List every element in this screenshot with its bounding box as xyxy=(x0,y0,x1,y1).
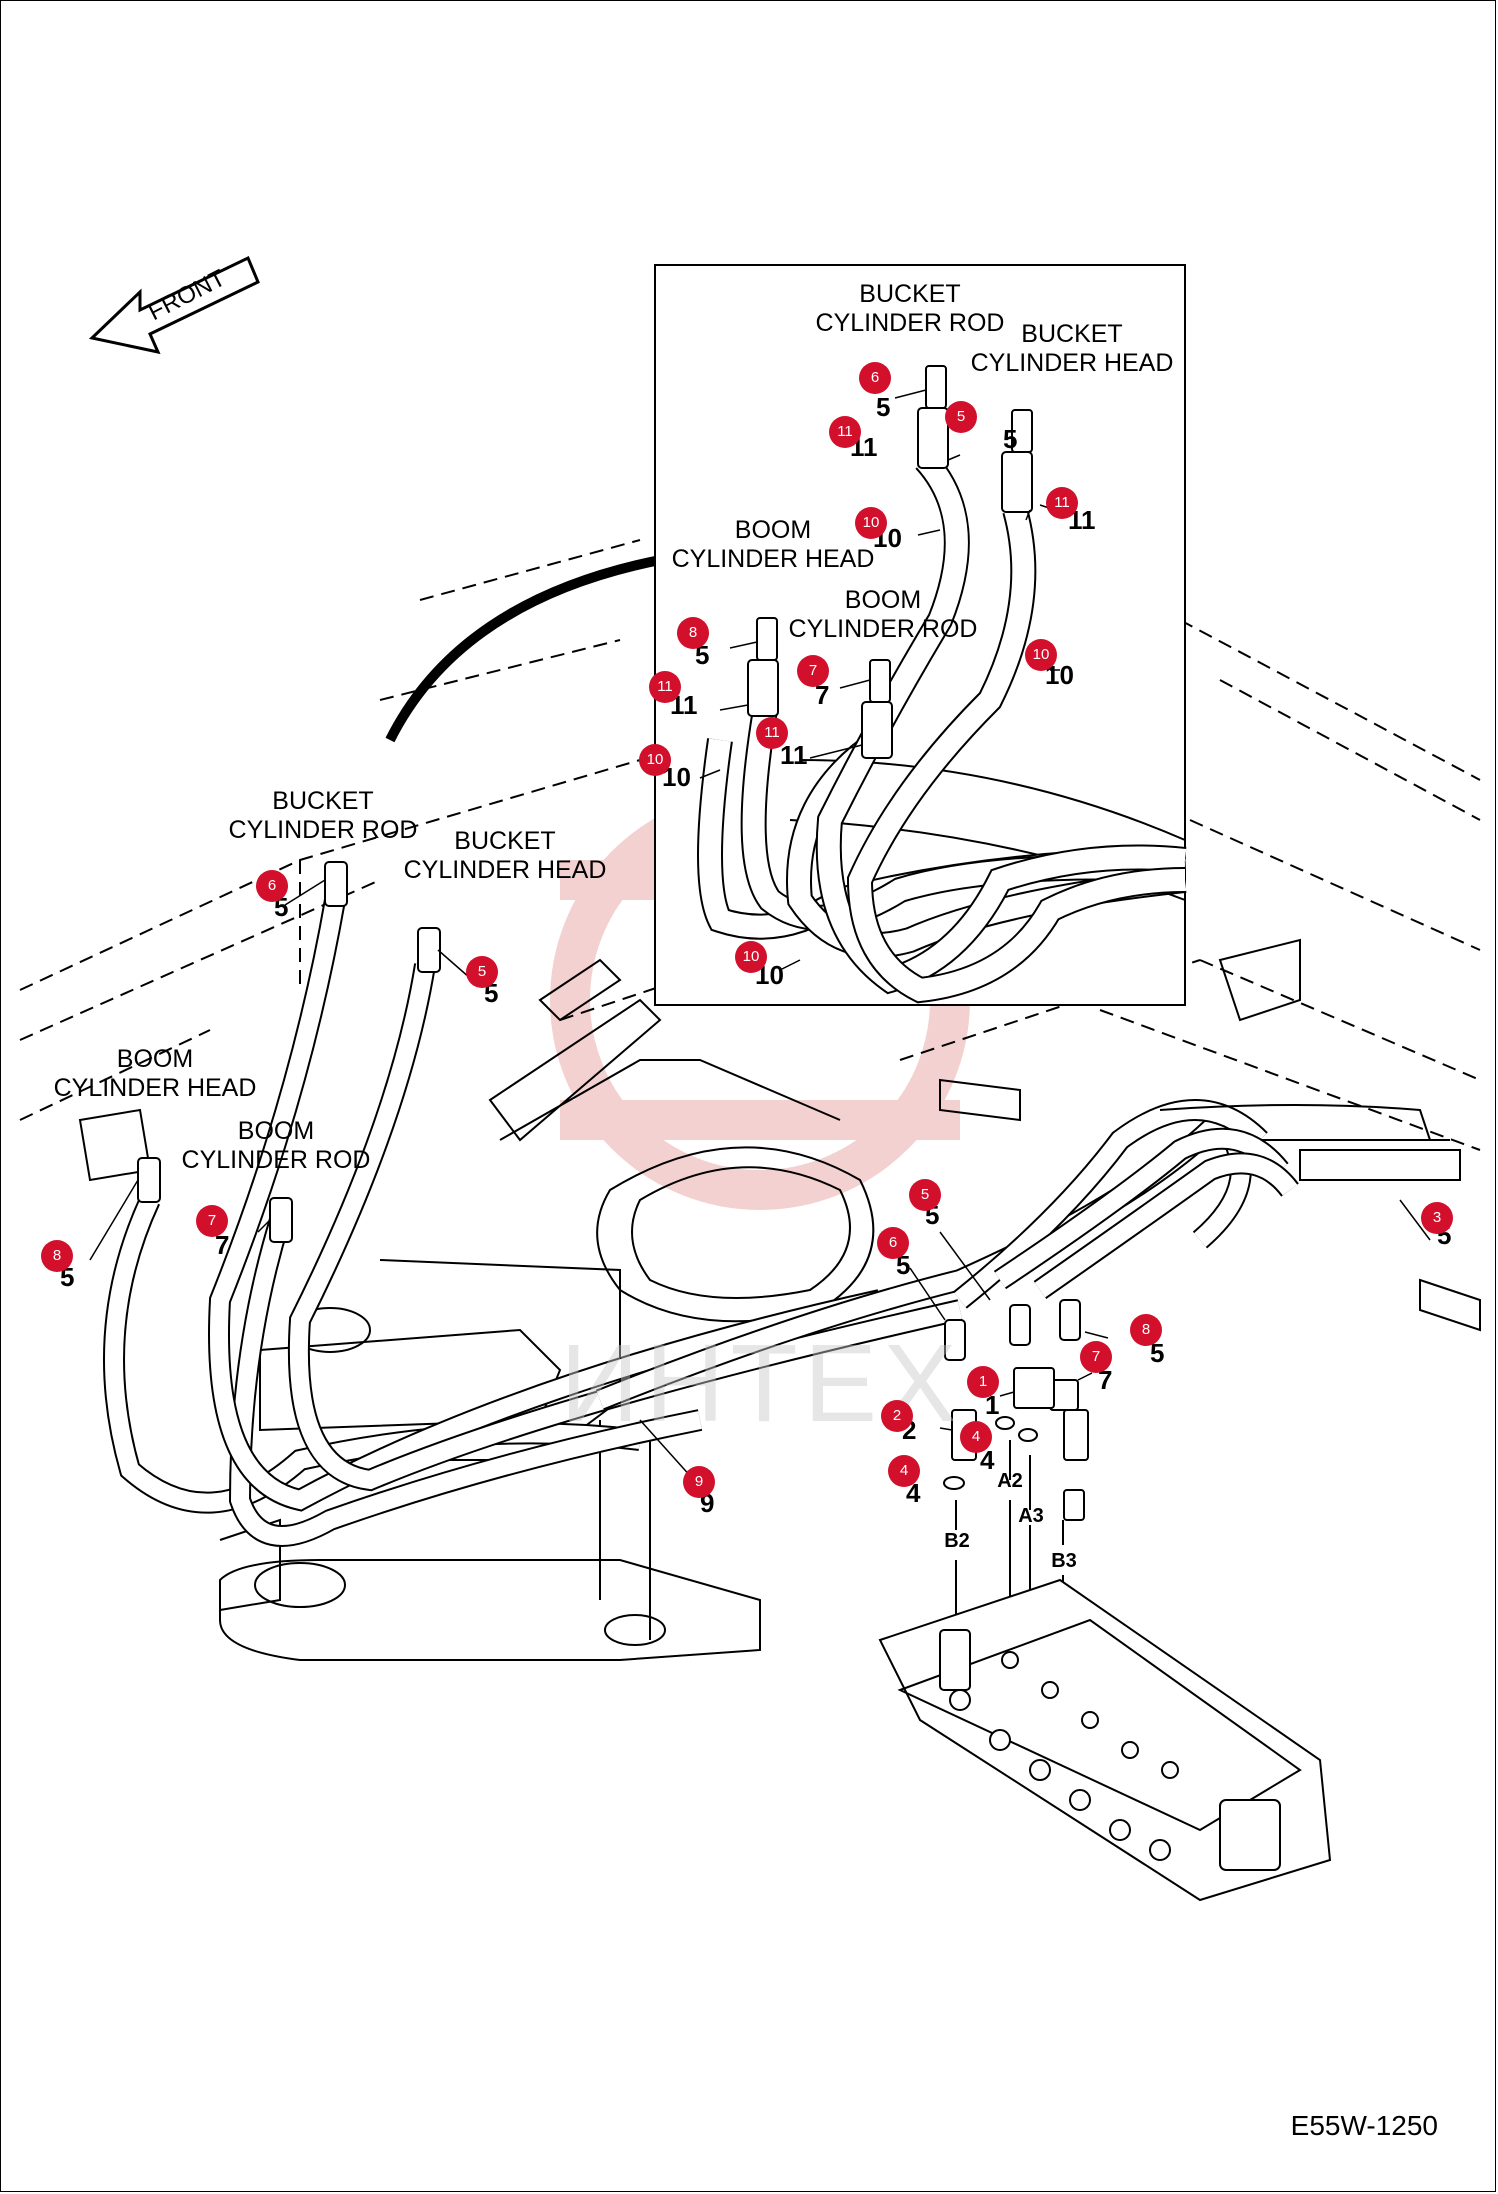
callout-badge: 6 xyxy=(877,1227,909,1259)
part-number: 1 xyxy=(985,1390,1000,1420)
callout-badge: 8 xyxy=(677,617,709,649)
label-bucket-cylinder-rod: BUCKET CYLINDER ROD xyxy=(229,787,418,845)
callout-badge: 10 xyxy=(639,744,671,776)
control-valve-block xyxy=(878,1578,1332,1902)
port-label-b3: B3 xyxy=(1051,1550,1077,1572)
label-line: CYLINDER ROD xyxy=(228,816,418,844)
label-line: CYLINDER HEAD xyxy=(53,1074,257,1102)
counterweight-arc xyxy=(385,555,661,743)
label-line: CYLINDER ROD xyxy=(181,1146,371,1174)
callout-badge: 8 xyxy=(41,1240,73,1272)
callout-badge: 5 xyxy=(909,1179,941,1211)
label-line: CYLINDER ROD xyxy=(788,615,978,643)
callout-badge: 3 xyxy=(1421,1202,1453,1234)
label-line: BUCKET xyxy=(272,787,374,815)
label-line: BOOM xyxy=(116,1045,194,1073)
port-label-a3: A3 xyxy=(1018,1505,1044,1527)
inset-label-boom-cylinder-head: BOOM CYLINDER HEAD xyxy=(672,516,875,574)
part-number: 7 xyxy=(215,1230,230,1260)
main-hose-fittings xyxy=(137,861,1089,1521)
callout-badge: 11 xyxy=(649,671,681,703)
inset-fittings xyxy=(747,365,1033,759)
inset-label-boom-cylinder-rod: BOOM CYLINDER ROD xyxy=(789,586,978,644)
part-number: 4 xyxy=(980,1445,995,1475)
callout-badge: 5 xyxy=(466,956,498,988)
label-bucket-cylinder-head: BUCKET CYLINDER HEAD xyxy=(404,827,607,885)
inset-label-bucket-cylinder-head: BUCKET CYLINDER HEAD xyxy=(971,320,1174,378)
label-line: BUCKET xyxy=(454,827,556,855)
callout-badge: 7 xyxy=(797,655,829,687)
label-line: BOOM xyxy=(237,1117,315,1145)
inset-label-bucket-cylinder-rod: BUCKET CYLINDER ROD xyxy=(816,280,1005,338)
label-line: BOOM xyxy=(734,516,812,544)
callout-badge: 11 xyxy=(756,717,788,749)
front-arrow-icon xyxy=(88,255,260,355)
port-label-b2: B2 xyxy=(944,1530,970,1552)
callout-badge: 7 xyxy=(1080,1341,1112,1373)
label-line: CYLINDER HEAD xyxy=(403,856,607,884)
part-number: 5 xyxy=(1003,424,1018,454)
callout-badge: 6 xyxy=(256,870,288,902)
part-number: 7 xyxy=(815,680,830,710)
callout-badge: 11 xyxy=(829,416,861,448)
callout-badge: 6 xyxy=(859,362,891,394)
callout-badge: 2 xyxy=(881,1400,913,1432)
port-label-a2: A2 xyxy=(997,1470,1023,1492)
callout-badge: 5 xyxy=(945,401,977,433)
part-number: 7 xyxy=(1098,1365,1113,1395)
callout-badge: 10 xyxy=(735,941,767,973)
callout-badge: 8 xyxy=(1130,1314,1162,1346)
callout-badge: 7 xyxy=(196,1205,228,1237)
part-number: 11 xyxy=(780,740,808,770)
label-line: BUCKET xyxy=(1021,320,1123,348)
label-line: BUCKET xyxy=(859,280,961,308)
part-number: 5 xyxy=(1150,1338,1165,1368)
callout-badge: 11 xyxy=(1046,487,1078,519)
callout-badge: 10 xyxy=(855,507,887,539)
callout-badge: 4 xyxy=(960,1421,992,1453)
inset-hoses xyxy=(697,451,1187,1004)
label-boom-cylinder-head: BOOM CYLINDER HEAD xyxy=(54,1045,257,1103)
main-hose-bundle xyxy=(103,898,1431,1547)
callout-badge: 1 xyxy=(967,1366,999,1398)
part-number: 5 xyxy=(876,392,891,422)
label-line: CYLINDER ROD xyxy=(815,309,1005,337)
callout-badge: 10 xyxy=(1025,639,1057,671)
label-line: BOOM xyxy=(844,586,922,614)
drawing-code: E55W-1250 xyxy=(1290,2110,1438,2141)
label-line: CYLINDER HEAD xyxy=(671,545,875,573)
chassis-structure xyxy=(78,938,1481,1661)
callout-badge: 4 xyxy=(888,1455,920,1487)
label-line: CYLINDER HEAD xyxy=(970,349,1174,377)
leader-lines xyxy=(89,389,1431,1499)
callout-badge: 9 xyxy=(683,1466,715,1498)
label-boom-cylinder-rod: BOOM CYLINDER ROD xyxy=(182,1117,371,1175)
